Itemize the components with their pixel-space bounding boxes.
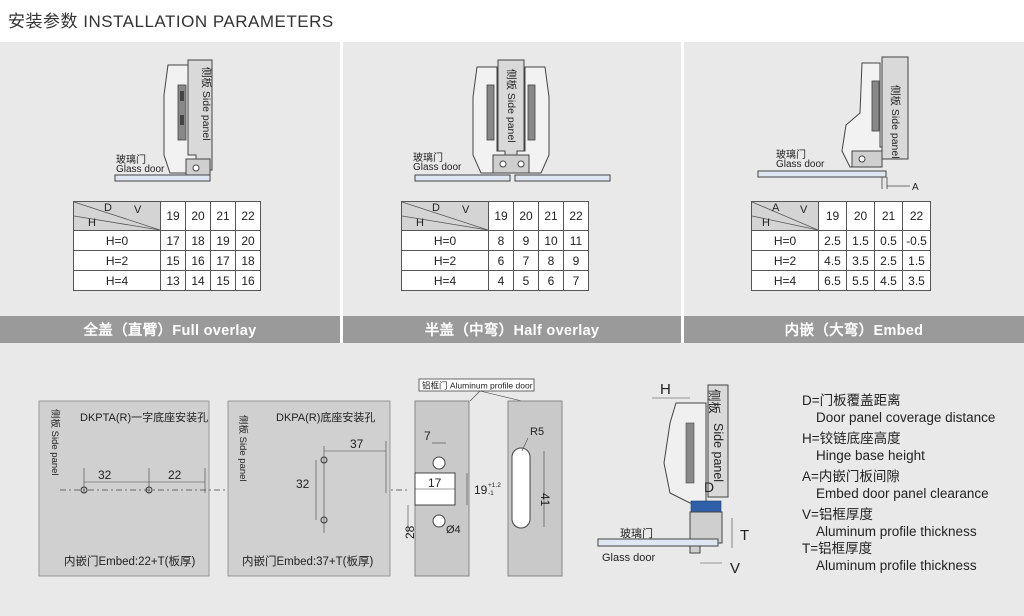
svg-text:D: D <box>704 479 714 495</box>
col-header: 22 <box>902 201 931 231</box>
col-header: 19 <box>818 201 847 231</box>
svg-text:侧板 Side panel: 侧板 Side panel <box>505 69 518 143</box>
glass-door-label-en: Glass door <box>116 164 165 175</box>
svg-text:Side panel: Side panel <box>711 423 725 482</box>
col-header: 19 <box>160 201 186 231</box>
caption-full-overlay: 全盖（直臂）Full overlay <box>0 316 340 343</box>
svg-text:Glass door: Glass door <box>413 162 462 173</box>
glass-door-label-cn: 玻璃门 <box>116 153 146 166</box>
svg-text:玻璃门: 玻璃门 <box>776 148 806 161</box>
svg-text:Glass door: Glass door <box>776 159 825 170</box>
col-header: 20 <box>185 201 211 231</box>
side-panel-label: 侧板 Side panel <box>200 67 213 141</box>
svg-text:玻璃门: 玻璃门 <box>620 526 653 540</box>
embed-hinge-drawing: A 玻璃门 Glass door 侧板 Side panel <box>757 56 919 193</box>
svg-text:37: 37 <box>350 437 364 451</box>
svg-text:7: 7 <box>424 429 431 443</box>
table-row: H=0 2.5 1.5 0.5 -0.5 <box>751 230 931 251</box>
table-row: H=2 15 16 17 18 <box>73 250 261 271</box>
full-overlay-hinge-drawing: 玻璃门 Glass door 侧板 Side panel <box>114 59 213 182</box>
table-row: H=2 6 7 8 9 <box>401 250 589 271</box>
svg-text:侧板 Side panel: 侧板 Side panel <box>237 415 249 482</box>
svg-text:内嵌门Embed:22+T(板厚): 内嵌门Embed:22+T(板厚) <box>64 554 195 568</box>
col-header: 19 <box>488 201 514 231</box>
svg-text:DKPTA(R)一字底座安装孔: DKPTA(R)一字底座安装孔 <box>80 410 208 424</box>
gap-a-label: A <box>912 182 919 193</box>
svg-text:H: H <box>660 381 671 398</box>
table-corner: A V H <box>751 201 819 231</box>
svg-text:内嵌门Embed:37+T(板厚): 内嵌门Embed:37+T(板厚) <box>242 554 373 568</box>
svg-text:铝框门 Aluminum profile door: 铝框门 Aluminum profile door <box>422 381 533 391</box>
caption-half-overlay: 半盖（中弯）Half overlay <box>343 316 681 343</box>
svg-text:17: 17 <box>428 476 442 490</box>
col-header: 21 <box>874 201 903 231</box>
page-title: 安装参数 INSTALLATION PARAMETERS <box>8 12 334 31</box>
svg-text:DKPA(R)底座安装孔: DKPA(R)底座安装孔 <box>276 410 375 424</box>
svg-text:玻璃门: 玻璃门 <box>413 151 443 164</box>
svg-text:32: 32 <box>98 468 112 482</box>
table-corner: D V H <box>73 201 161 231</box>
embed-table: A V H 19 20 21 22 H=0 2.5 1.5 0.5 -0.5 H… <box>751 201 931 291</box>
svg-text:侧板 Side panel: 侧板 Side panel <box>889 85 902 159</box>
svg-text:19: 19 <box>474 483 488 497</box>
table-row: H=4 6.5 5.5 4.5 3.5 <box>751 270 931 291</box>
table-row: H=0 17 18 19 20 <box>73 230 261 251</box>
table-row: H=0 8 9 10 11 <box>401 230 589 251</box>
half-overlay-hinge-drawing: 玻璃门 Glass door 侧板 Side panel <box>413 59 611 182</box>
svg-text:V: V <box>730 560 740 577</box>
svg-text:28: 28 <box>403 525 417 539</box>
svg-text:Glass door: Glass door <box>602 552 656 564</box>
col-header: 21 <box>210 201 236 231</box>
table-row: H=4 4 5 6 7 <box>401 270 589 291</box>
table-row: H=4 13 14 15 16 <box>73 270 261 291</box>
svg-text:侧板 Side panel: 侧板 Side panel <box>49 409 61 476</box>
svg-text:-1: -1 <box>488 490 494 497</box>
col-header: 22 <box>235 201 261 231</box>
caption-embed: 内嵌（大弯）Embed <box>684 316 1024 343</box>
svg-text:+1.2: +1.2 <box>488 482 501 489</box>
svg-text:41: 41 <box>538 493 552 507</box>
col-header: 20 <box>513 201 539 231</box>
svg-text:T: T <box>740 527 749 544</box>
svg-text:侧板: 侧板 <box>707 389 721 415</box>
svg-text:R5: R5 <box>530 426 544 438</box>
table-row: H=2 4.5 3.5 2.5 1.5 <box>751 250 931 271</box>
full-overlay-table: D V H 19 20 21 22 H=0 17 18 19 20 H=2 15… <box>73 201 261 291</box>
table-corner: D V H <box>401 201 489 231</box>
svg-text:22: 22 <box>168 468 182 482</box>
svg-text:32: 32 <box>296 477 310 491</box>
half-overlay-table: D V H 19 20 21 22 H=0 8 9 10 11 H=2 6 7 … <box>401 201 589 291</box>
col-header: 21 <box>538 201 564 231</box>
col-header: 20 <box>846 201 875 231</box>
svg-text:Ø4: Ø4 <box>446 524 461 536</box>
lower-drawings: DKPTA(R)一字底座安装孔 侧板 Side panel 32 22 内嵌门E… <box>38 378 749 577</box>
col-header: 22 <box>563 201 589 231</box>
